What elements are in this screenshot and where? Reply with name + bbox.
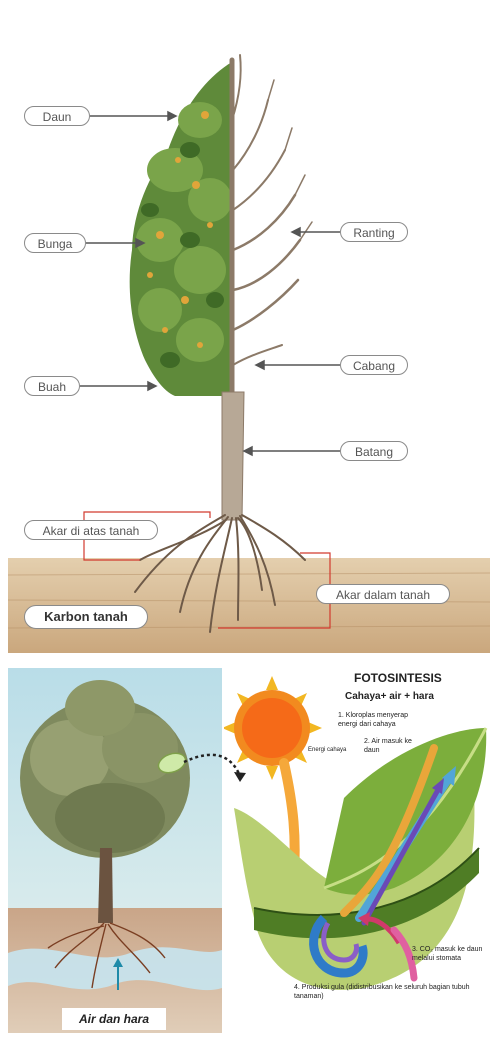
tree-water-illustration bbox=[0, 668, 224, 1041]
label-daun: Daun bbox=[24, 106, 90, 126]
foliage-canopy bbox=[130, 62, 232, 396]
water-nutrients-label: Air dan hara bbox=[62, 1008, 166, 1030]
label-akar-atas: Akar di atas tanah bbox=[24, 520, 158, 540]
step-1-label: 1. Kloroplas menyerap energi dari cahaya bbox=[338, 711, 428, 729]
label-buah: Buah bbox=[24, 376, 80, 396]
label-batang: Batang bbox=[340, 441, 408, 461]
energy-label: Energi cahaya bbox=[308, 746, 348, 754]
label-ranting: Ranting bbox=[340, 222, 408, 242]
step-4-label: 4. Produksi gula (didistribusikan ke sel… bbox=[294, 983, 490, 1001]
tree-anatomy-illustration bbox=[0, 0, 497, 660]
label-karbon-tanah: Karbon tanah bbox=[24, 605, 148, 629]
photosynthesis-title: FOTOSINTESIS bbox=[354, 671, 442, 685]
photosynthesis-subtitle: Cahaya+ air + hara bbox=[345, 691, 434, 702]
step-3-label: 3. CO₂ masuk ke daun melalui stomata bbox=[412, 945, 492, 963]
label-akar-dalam: Akar dalam tanah bbox=[316, 584, 450, 604]
step-2-label: 2. Air masuk ke daun bbox=[364, 737, 412, 755]
trunk bbox=[222, 392, 244, 520]
label-cabang: Cabang bbox=[340, 355, 408, 375]
label-bunga: Bunga bbox=[24, 233, 86, 253]
sun-icon bbox=[224, 676, 322, 780]
